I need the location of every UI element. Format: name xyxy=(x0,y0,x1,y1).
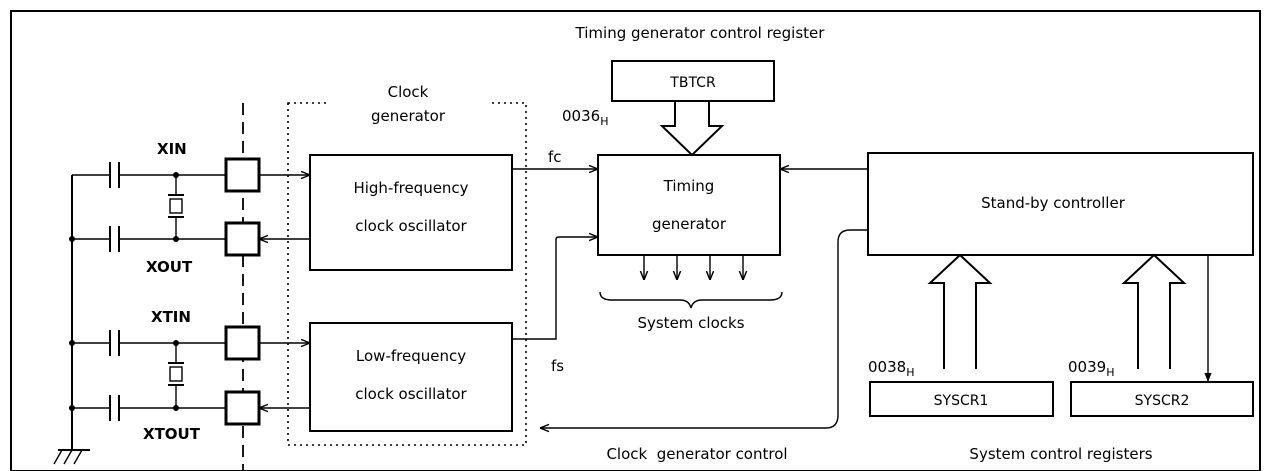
hf-osc-label-2: clock oscillator xyxy=(355,217,467,235)
xtin-pin-pad xyxy=(224,325,261,361)
tbtcr-register-box xyxy=(611,60,775,102)
syscr1-register-label: SYSCR1 xyxy=(934,393,989,409)
high-frequency-oscillator-box xyxy=(309,154,513,271)
syscr2-bus-arrow xyxy=(1121,253,1187,369)
outer-frame xyxy=(10,10,1261,471)
hf-osc-label-1: High-frequency xyxy=(353,179,468,197)
system-control-registers-label: System control registers xyxy=(969,445,1152,463)
xin-pin-pad xyxy=(224,157,261,193)
clock-generator-control-line xyxy=(540,229,868,428)
ground-icon xyxy=(53,449,90,465)
syscr1-register-box xyxy=(869,381,1054,417)
xtin-label: XTIN xyxy=(151,308,191,326)
xtout-pin-pad xyxy=(224,390,261,426)
fs-signal-line xyxy=(512,237,598,340)
clock-generator-label-1: Clock xyxy=(388,83,429,101)
standby-controller-box xyxy=(867,152,1254,256)
clock-generator-label-2: generator xyxy=(371,107,446,125)
low-frequency-crystal-circuit xyxy=(69,330,226,421)
fs-label: fs xyxy=(551,357,564,375)
low-frequency-oscillator-box xyxy=(309,322,513,432)
clock-generator-control-label: Clock generator control xyxy=(606,445,787,463)
timing-gen-label-1: Timing xyxy=(663,177,715,195)
timing-gen-label-2: generator xyxy=(652,215,727,233)
xin-label: XIN xyxy=(157,140,187,158)
syscr1-bus-arrow xyxy=(927,253,993,369)
syscr2-register-box xyxy=(1070,381,1254,417)
lf-osc-label-2: clock oscillator xyxy=(355,385,467,403)
tbtcr-register-label: TBTCR xyxy=(669,75,716,91)
title: Timing generator control register xyxy=(575,24,826,42)
lf-osc-label-1: Low-frequency xyxy=(356,347,466,365)
syscr2-address: 0039H xyxy=(1068,358,1114,379)
clock-generator-region xyxy=(287,102,527,446)
fc-label: fc xyxy=(548,148,562,166)
standby-controller-label: Stand-by controller xyxy=(981,194,1126,212)
syscr1-address: 0038H xyxy=(868,358,914,379)
syscr2-register-label: SYSCR2 xyxy=(1135,393,1190,409)
system-clocks-brace xyxy=(599,291,783,309)
xout-pin-pad xyxy=(224,221,261,257)
system-clocks-label: System clocks xyxy=(637,314,744,332)
xout-label: XOUT xyxy=(146,258,193,276)
timing-generator-box xyxy=(597,154,781,256)
high-frequency-crystal-circuit xyxy=(69,162,226,450)
xtout-label: XTOUT xyxy=(143,425,201,443)
tbtcr-address: 0036H xyxy=(562,107,608,128)
tbtcr-bus-arrow xyxy=(659,101,725,157)
